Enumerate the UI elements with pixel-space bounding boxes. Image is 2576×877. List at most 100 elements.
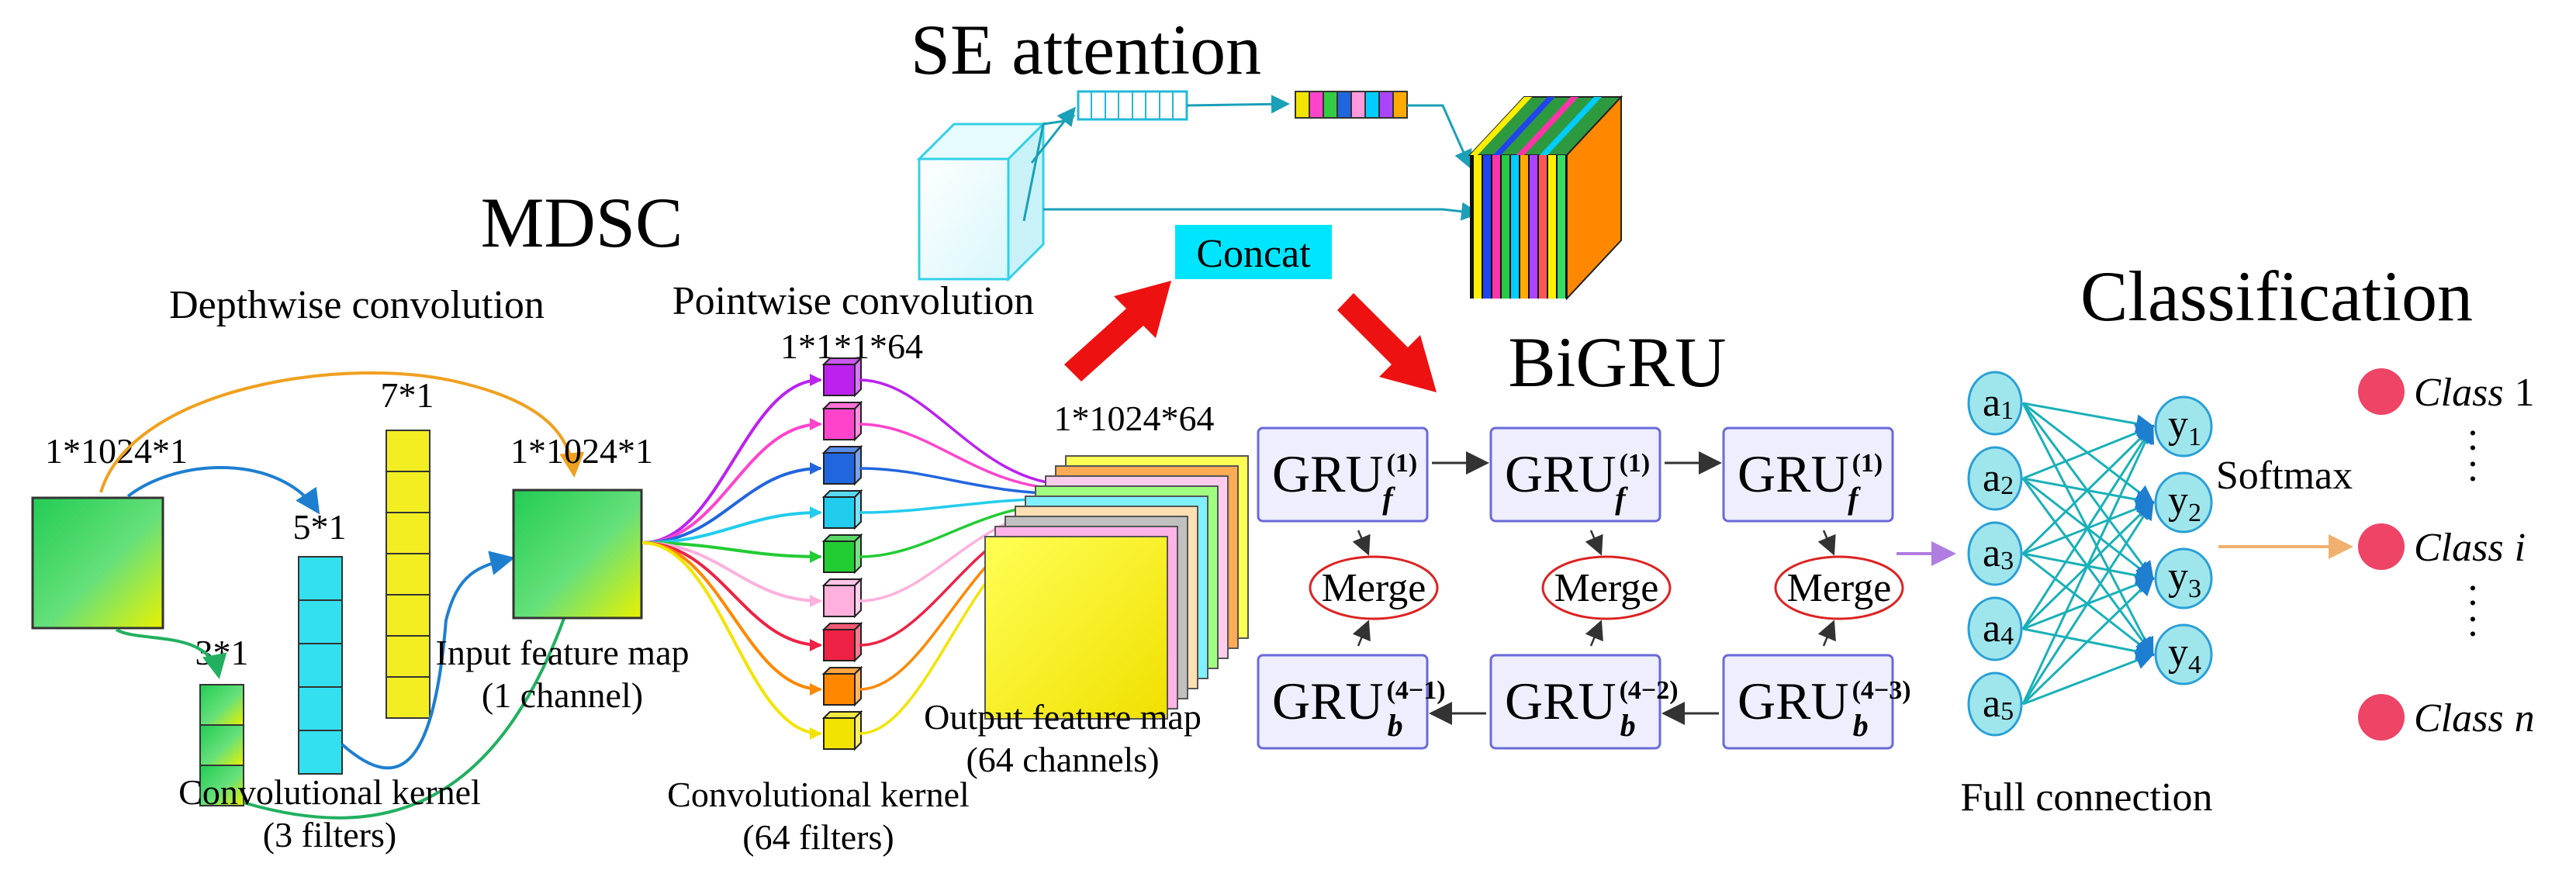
fc-edge [2021,500,2154,705]
kernel-5-label: 5*1 [293,507,347,547]
output-channel-sheet [984,536,1168,720]
fc-edge [2022,423,2155,480]
fc-output-node: y3 [2154,547,2213,609]
svg-text:y2: y2 [2168,478,2201,527]
full-connection-nodes: a1 a2 a3 a4 a5 y1 y2 y3 y4 [1967,371,2213,737]
se-attention-title: SE attention [911,10,1261,89]
svg-text:GRU(4−1)b: GRU(4−1)b [1272,672,1446,743]
fc-input-node: a2 [1967,446,2023,511]
svg-text:GRU(4−3)b: GRU(4−3)b [1738,672,1911,743]
pointwise-kernel-cube [821,533,863,575]
pointwise-kernel-cube [821,400,863,442]
pointwise-kernel-cube [821,577,863,619]
gru-backward-cell: GRU(4−2)b [1489,654,1679,750]
fc-output-node: y4 [2154,623,2213,685]
input-dims-left: 1*1024*1 [45,431,188,471]
pointwise-kernel-cube [821,489,863,530]
class-dot-icon [2358,368,2405,415]
softmax-label: Softmax [2216,454,2353,498]
pointwise-kernel-cube [821,621,863,663]
class-dot-icon [2358,694,2405,741]
svg-text:GRU(1)f: GRU(1)f [1272,444,1417,516]
kernel-7-label: 7*1 [381,375,434,415]
class-ellipsis: : [2467,601,2478,645]
concat-box: Concat [1175,225,1332,279]
fan-in-arrow [641,378,821,544]
concat-label: Concat [1196,232,1311,276]
input-feature-map-left [31,496,164,630]
gru-forward-cell: GRU(1)f [1257,426,1429,523]
fc-input-node: a5 [1967,672,2023,737]
svg-text:Merge: Merge [1787,566,1892,610]
fc-input-node: a1 [1967,371,2023,436]
svg-text:a4: a4 [1983,606,2014,651]
svg-text:a2: a2 [1983,456,2014,500]
output-feature-map-stack [984,455,1249,720]
fan-in-arrow [641,541,821,691]
fan-in-arrow [641,467,821,544]
svg-text:GRU(1)f: GRU(1)f [1738,444,1883,516]
class-dot-icon [2358,523,2405,570]
kernel-5 [298,556,343,775]
se-input-cube [916,121,1046,282]
fc-edge [2021,424,2155,555]
full-connection-label: Full connection [1961,775,2213,820]
pointwise-label: Pointwise convolution [673,279,1035,323]
input-dims-center: 1*1024*1 [510,431,653,471]
class-ellipsis: : [2467,570,2478,614]
svg-text:a5: a5 [1983,682,2014,726]
pointwise-kernel-cubes [821,356,863,751]
fc-input-node: a3 [1967,521,2023,586]
conv-kernel-right-label: Convolutional kernel [667,775,970,814]
fc-edge [2021,424,2154,705]
conv-kernel-right-filters: (64 filters) [742,817,894,857]
fc-edge [2021,576,2155,706]
svg-text:a1: a1 [1983,381,2014,425]
fan-in-arrow [641,511,821,544]
mdsc-title: MDSC [481,183,683,262]
pointwise-fan-in-arrows [641,374,822,740]
fc-output-node: y1 [2154,395,2213,457]
conv-kernel-left-label: Convolutional kernel [178,772,481,812]
pointwise-kernel-cube [821,444,863,486]
merge-node: Merge [1774,555,1904,620]
gru-backward-cell: GRU(4−1)b [1257,654,1446,750]
svg-text:GRU(4−2)b: GRU(4−2)b [1505,672,1679,743]
merge-node: Merge [1309,555,1439,620]
class-ellipsis: : [2467,415,2478,459]
svg-text:y1: y1 [2168,402,2201,451]
fc-edge [2022,651,2155,706]
fan-in-arrow [641,541,821,558]
gru-backward-cell: GRU(4−3)b [1722,654,1911,750]
svg-text:y3: y3 [2168,554,2201,603]
fc-output-node: y2 [2154,471,2213,533]
se-attention-block [916,90,1623,301]
input-feature-map-channels: (1 channel) [482,675,643,715]
output-dims: 1*1024*64 [1054,399,1215,438]
conv-kernel-left-filters: (3 filters) [263,815,396,855]
bigru-title: BiGRU [1508,323,1726,402]
kernel-7 [386,430,430,719]
input-feature-map-label: Input feature map [436,633,690,672]
fan-in-arrow [641,541,821,735]
fan-in-arrow [641,541,821,647]
svg-text:Merge: Merge [1322,566,1426,610]
fan-in-arrow [641,541,821,603]
gru-forward-cell: GRU(1)f [1722,426,1894,523]
svg-text:y4: y4 [2168,630,2201,679]
input-feature-map-center [512,489,643,620]
classification-title: Classification [2080,257,2473,336]
fc-edge [2022,402,2155,433]
se-output-cube [1468,95,1623,301]
full-connection-edges [2021,402,2155,706]
red-arrow-up-icon [1064,281,1171,382]
se-excitation-vector [1295,91,1408,119]
fc-input-node: a4 [1967,596,2023,661]
svg-text:GRU(1)f: GRU(1)f [1505,444,1650,516]
svg-text:a3: a3 [1983,531,2014,575]
pointwise-kernel-cube [821,710,863,751]
